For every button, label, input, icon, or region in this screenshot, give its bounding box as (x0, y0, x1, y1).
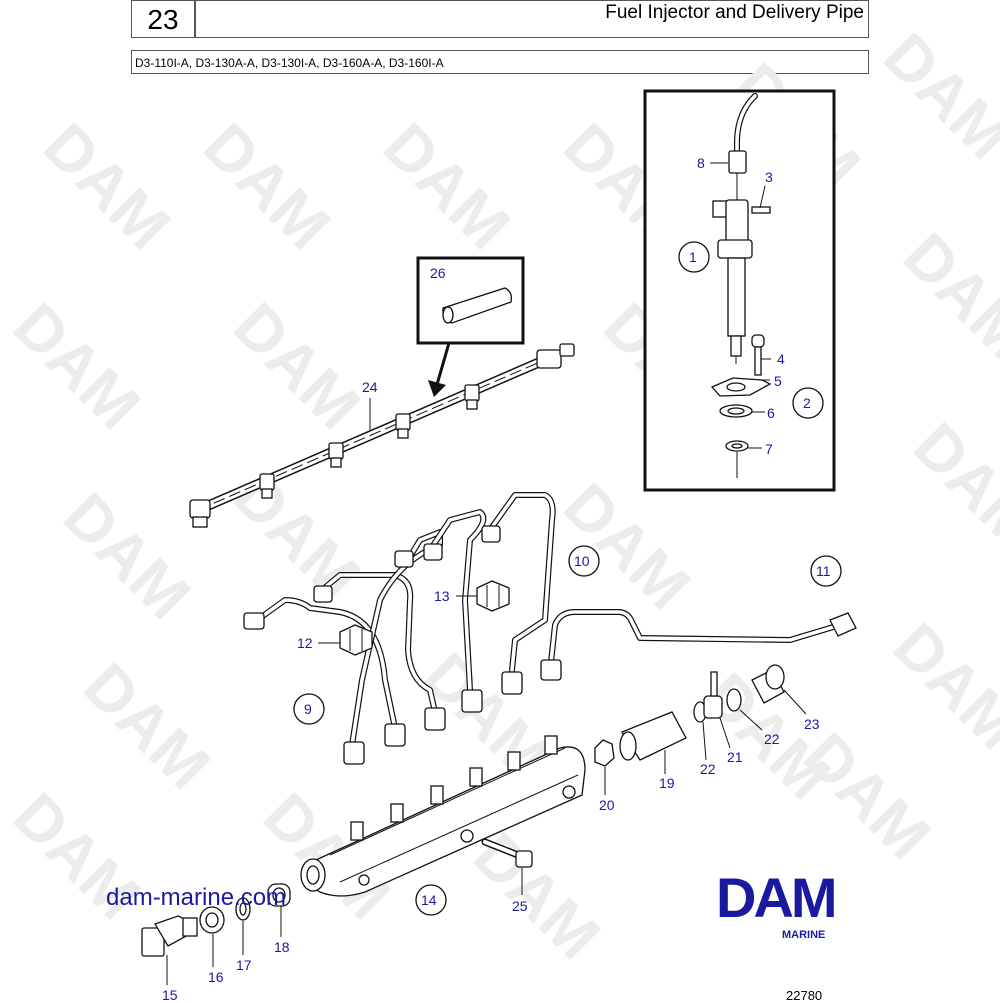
watermark: DAM (30, 109, 184, 263)
section-number: 23 (131, 0, 195, 38)
callout-25: 25 (512, 898, 528, 914)
callout-5: 5 (774, 373, 782, 389)
callout-circle (568, 545, 600, 577)
pipe-clamp-13 (476, 580, 510, 612)
pipe-nut (728, 150, 747, 174)
callout-circle (792, 387, 824, 419)
callout-21: 21 (727, 749, 743, 765)
callout-circle (678, 241, 710, 273)
watermark: DAM (890, 219, 1000, 373)
injector-clip (751, 206, 771, 214)
callout-9: 9 (304, 701, 312, 717)
callout-10: 10 (574, 553, 590, 569)
pressure-sensor (141, 915, 198, 957)
callout-1: 1 (689, 249, 697, 265)
callout-20: 20 (599, 797, 615, 813)
callout-12: 12 (297, 635, 313, 651)
pipe-clamp-12 (339, 624, 373, 656)
clamp-bolt (751, 334, 765, 348)
callout-17: 17 (236, 957, 252, 973)
callout-3: 3 (765, 169, 773, 185)
reference-number: 22780 (786, 988, 823, 1003)
common-rail (300, 735, 586, 897)
callout-22b: 22 (764, 731, 780, 747)
plug-18 (267, 883, 291, 907)
delivery-pipes (243, 492, 556, 765)
callout-4: 4 (777, 351, 785, 367)
supply-pipe (540, 609, 857, 681)
injector-assembly (710, 93, 772, 478)
pressure-limiting-valve (594, 664, 785, 767)
callout-23: 23 (804, 716, 820, 732)
fitting-20 (594, 739, 615, 767)
callout-6: 6 (767, 405, 775, 421)
website-link[interactable]: dam-marine.com (106, 884, 287, 911)
watermark: DAM (50, 479, 204, 633)
brand-subtitle: MARINE (782, 929, 826, 941)
watermark: DAM (550, 469, 704, 623)
callout-11: 11 (816, 563, 831, 579)
callout-2: 2 (803, 395, 811, 411)
watermark: DAM (880, 609, 1000, 763)
watermark: DAM (220, 289, 374, 443)
adapter-16 (199, 906, 225, 934)
o-ring-17 (235, 897, 251, 921)
callout-8: 8 (697, 155, 705, 171)
banjo-21 (703, 695, 723, 719)
watermark: DAM (220, 459, 374, 613)
callout-22a: 22 (700, 761, 716, 777)
callout-16: 16 (208, 969, 224, 985)
brand-logo: DAM (716, 866, 838, 929)
callout-7: 7 (765, 441, 773, 457)
callout-14: 14 (421, 892, 437, 908)
watermark: DAM (190, 109, 344, 263)
watermark: DAM (370, 109, 524, 263)
callout-15: 15 (162, 987, 178, 1000)
model-list: D3-110I-A, D3-130A-A, D3-130I-A, D3-160A… (131, 50, 869, 74)
mounting-bolt (481, 838, 533, 868)
page-title: Fuel Injector and Delivery Pipe (195, 0, 869, 38)
watermark: DAM (900, 409, 1000, 563)
callout-circle (293, 693, 325, 725)
injector-nozzle (727, 257, 746, 337)
callout-19: 19 (659, 775, 675, 791)
callout-26: 26 (430, 265, 446, 281)
watermark: DAM (0, 289, 154, 443)
watermark: DAM (70, 649, 224, 803)
callout-circle (810, 555, 842, 587)
watermark: DAM (870, 19, 1000, 173)
seal-22b (726, 688, 742, 712)
callout-18: 18 (274, 939, 290, 955)
return-pipe (189, 343, 575, 528)
callout-13: 13 (434, 588, 450, 604)
callout-24: 24 (362, 379, 378, 395)
callout-circle (415, 884, 447, 916)
